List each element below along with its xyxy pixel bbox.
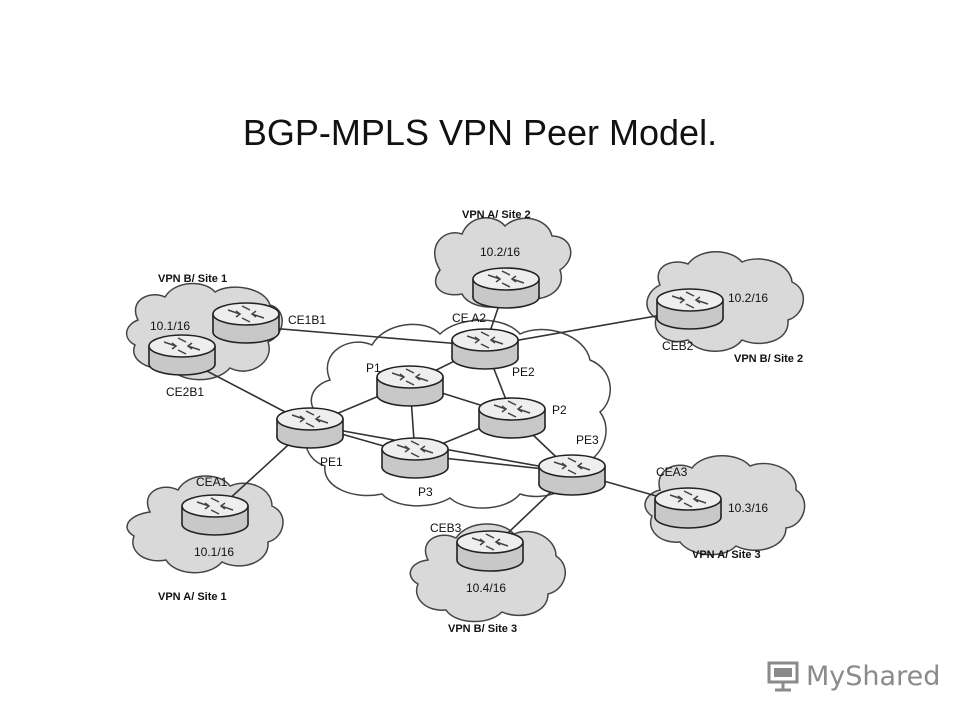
prefix-vpn-b-site3: 10.4/16 — [466, 581, 506, 595]
router-label-ce-b2: CEB2 — [662, 339, 694, 353]
site-label-vpn-b-site1: VPN B/ Site 1 — [158, 273, 227, 285]
cloud-vpn-a-site3 — [644, 455, 806, 556]
cloud-vpn-b-site3 — [409, 523, 566, 623]
router-label-pe3: PE3 — [576, 433, 599, 447]
router-label-ce-a2: CE A2 — [452, 311, 486, 325]
router-ce-a1 — [181, 494, 249, 536]
site-label-vpn-a-site2: VPN A/ Site 2 — [462, 209, 531, 221]
page-title: BGP-MPLS VPN Peer Model. — [242, 112, 718, 153]
router-pe2 — [451, 328, 519, 370]
prefix-vpn-b-site1: 10.1/16 — [150, 319, 190, 333]
router-pe1 — [276, 407, 344, 449]
site-label-vpn-a-site3: VPN A/ Site 3 — [692, 549, 761, 561]
prefix-vpn-a-site2: 10.2/16 — [480, 245, 520, 259]
router-label-ce-a1: CEA1 — [196, 475, 228, 489]
site-label-vpn-a-site1: VPN A/ Site 1 — [158, 591, 227, 603]
site-label-vpn-b-site2: VPN B/ Site 2 — [734, 353, 803, 365]
router-pe3 — [538, 454, 606, 496]
router-label-ce-a3: CEA3 — [656, 465, 688, 479]
router-ce-a3 — [654, 487, 722, 529]
presentation-board-icon — [767, 661, 799, 692]
router-label-ce1-b1: CE1B1 — [288, 313, 326, 327]
router-p2 — [478, 397, 546, 439]
router-label-ce-b3: CEB3 — [430, 521, 462, 535]
router-label-p3: P3 — [418, 485, 433, 499]
router-ce-a2 — [472, 267, 540, 309]
router-label-pe1: PE1 — [320, 455, 343, 469]
router-p1 — [376, 365, 444, 407]
prefix-vpn-a-site3: 10.3/16 — [728, 501, 768, 515]
prefix-vpn-b-site2: 10.2/16 — [728, 291, 768, 305]
router-label-p2: P2 — [552, 403, 567, 417]
router-ce-b3 — [456, 530, 524, 572]
router-ce2-b1 — [148, 334, 216, 376]
watermark-text: MyShared — [806, 660, 941, 692]
prefix-vpn-a-site1: 10.1/16 — [194, 545, 234, 559]
router-ce1-b1 — [212, 302, 280, 344]
link-ce1b1-pe2 — [245, 325, 486, 347]
router-p3 — [381, 437, 449, 479]
router-label-ce2-b1: CE2B1 — [166, 385, 204, 399]
router-label-p1: P1 — [366, 361, 381, 375]
router-ce-b2 — [656, 288, 724, 330]
router-label-pe2: PE2 — [512, 365, 535, 379]
site-label-vpn-b-site3: VPN B/ Site 3 — [448, 623, 517, 635]
watermark: MyShared — [766, 656, 940, 696]
link-ceb2-pe2 — [484, 309, 691, 347]
